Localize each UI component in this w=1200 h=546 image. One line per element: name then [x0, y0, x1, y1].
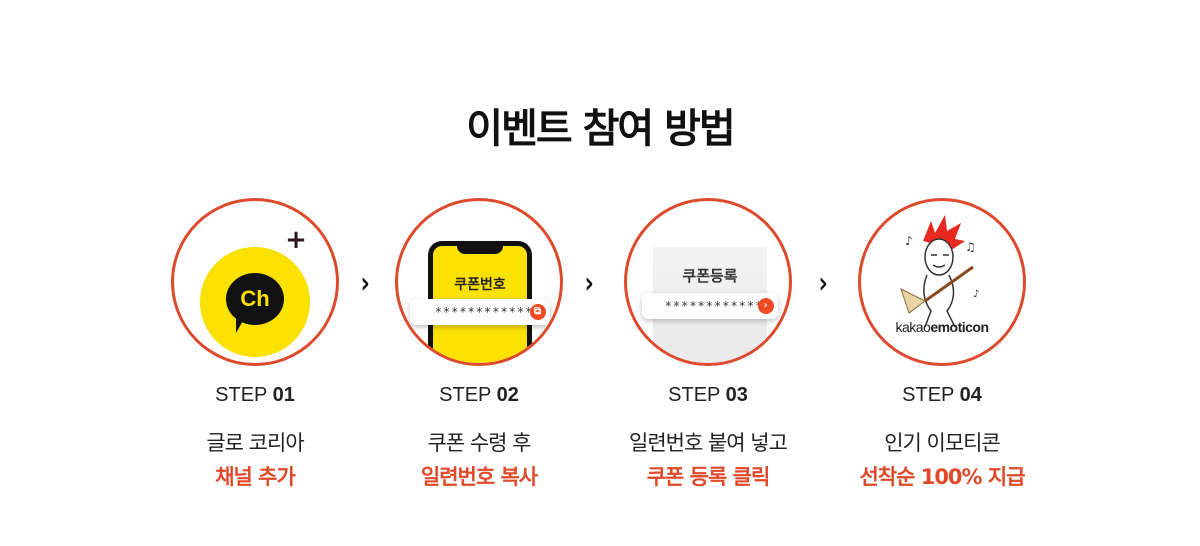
step-label: STEP 01 [215, 384, 295, 406]
step-2: 쿠폰번호 ************ ⧉ STEP 02 쿠폰 수령 후 일련번호… [359, 198, 599, 491]
step-highlight: 채널 추가 [215, 465, 296, 489]
step-3: 쿠폰등록 ************ › STEP 03 일련번호 붙여 넣고 쿠… [588, 198, 828, 491]
copy-icon: ⧉ [530, 304, 546, 320]
svg-text:♫: ♫ [965, 240, 976, 254]
step-label: STEP 03 [668, 384, 748, 406]
step-description: 인기 이모티콘 [884, 431, 1001, 455]
step-label: STEP 04 [902, 384, 982, 406]
plus-icon: + [278, 223, 314, 259]
kakaoemoticon-logo: kakaoemoticon [895, 319, 989, 335]
emoticon-icon: ♪ ♫ ♪ kakaoemoticon [858, 198, 1026, 366]
step-highlight: 쿠폰 등록 클릭 [646, 465, 771, 489]
arrow-right-icon: › [758, 298, 774, 314]
step-4: ♪ ♫ ♪ kakaoemoticon STEP 04 인기 이모티콘 선착순 … [822, 198, 1062, 491]
step-description: 일련번호 붙여 넣고 [629, 431, 788, 455]
screen-text: 쿠폰번호 [454, 277, 506, 293]
svg-text:♪: ♪ [973, 289, 979, 300]
kakao-channel-add-icon: Ch + [171, 198, 339, 366]
screen-text: 쿠폰등록 [682, 267, 738, 285]
step-description: 글로 코리아 [206, 431, 304, 455]
coupon-register-icon: 쿠폰등록 ************ › [624, 198, 792, 366]
step-1: Ch + STEP 01 글로 코리아 채널 추가 [135, 198, 375, 491]
svg-text:♪: ♪ [905, 234, 913, 248]
step-highlight: 선착순 100% 지급 [859, 465, 1025, 489]
step-highlight: 일련번호 복사 [420, 465, 538, 489]
coupon-code-box: ************ › [642, 293, 778, 319]
chevron-right-icon: › [815, 266, 831, 301]
page-title: 이벤트 참여 방법 [466, 106, 735, 152]
chevron-right-icon: › [581, 266, 597, 301]
chevron-right-icon: › [357, 266, 373, 301]
channel-badge: Ch [226, 273, 284, 325]
step-label: STEP 02 [439, 384, 519, 406]
step-description: 쿠폰 수령 후 [427, 431, 532, 455]
emoticon-character-icon: ♪ ♫ ♪ [900, 215, 979, 328]
phone-coupon-icon: 쿠폰번호 ************ ⧉ [395, 198, 563, 366]
coupon-code-box: ************ ⧉ [410, 299, 550, 325]
